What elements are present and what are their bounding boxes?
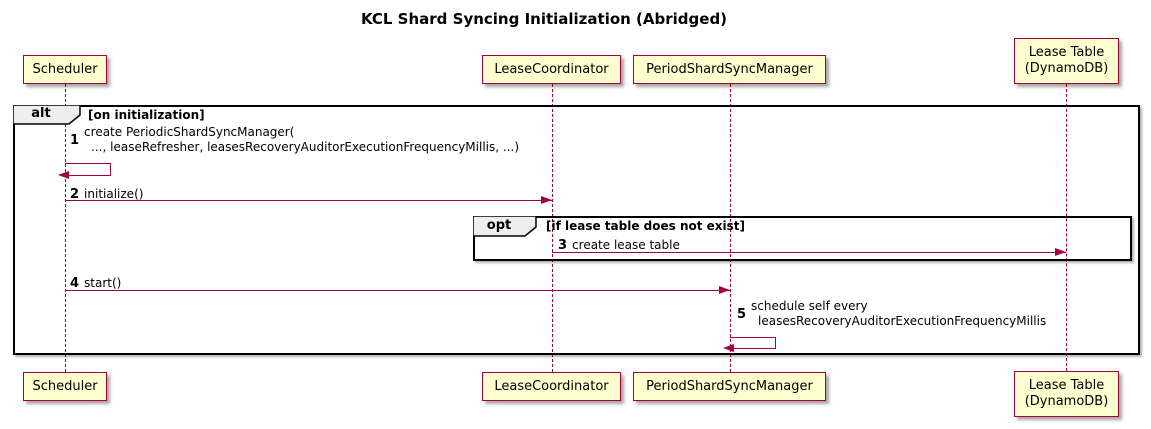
message-3-arrow-line (552, 252, 1066, 253)
message-1: 1 create PeriodicShardSyncManager( ..., … (70, 125, 519, 155)
lifeline-leasetable (1066, 84, 1067, 371)
message-4-arrowhead (719, 286, 730, 294)
message-1-number: 1 (70, 132, 80, 148)
alt-guard-label: [on initialization] (88, 108, 205, 122)
lifeline-periodshardsyncmanager (730, 84, 731, 372)
participant-scheduler-bottom: Scheduler (23, 372, 107, 401)
participant-periodshardsyncmanager-bottom: PeriodShardSyncManager (633, 372, 826, 401)
message-3-arrowhead (1055, 248, 1066, 256)
participant-leasecoordinator-top: LeaseCoordinator (482, 55, 621, 84)
participant-leasetable-top: Lease Table (DynamoDB) (1014, 38, 1119, 84)
message-5-number: 5 (737, 306, 747, 322)
message-5-line-2: leasesRecoveryAuditorExecutionFrequencyM… (758, 314, 1047, 328)
message-4: 4 start() (70, 276, 121, 291)
opt-guard-label: [if lease table does not exist] (546, 219, 746, 233)
lifeline-scheduler (65, 84, 66, 372)
message-4-number: 4 (70, 276, 80, 291)
opt-fragment-frame (473, 216, 1132, 261)
message-4-label: start() (84, 276, 122, 290)
message-2: 2 initialize() (70, 187, 143, 202)
message-5-arrowhead (723, 344, 734, 352)
message-2-label: initialize() (84, 187, 144, 201)
message-3-number: 3 (558, 238, 568, 253)
alt-operator-label: alt (31, 106, 51, 121)
alt-operator-pentagon (13, 105, 81, 125)
message-1-self-arrow (65, 163, 111, 176)
message-5-line-1: schedule self every (751, 299, 868, 313)
message-1-text: create PeriodicShardSyncManager( ..., le… (84, 125, 519, 155)
message-5-text: schedule self every leasesRecoveryAudito… (751, 299, 1046, 329)
message-2-arrowhead (541, 196, 552, 204)
message-5: 5 schedule self every leasesRecoveryAudi… (737, 299, 1046, 329)
message-3: 3 create lease table (558, 238, 680, 253)
message-3-label: create lease table (572, 238, 680, 252)
lifeline-leasecoordinator (552, 84, 553, 372)
message-2-number: 2 (70, 187, 80, 202)
message-1-arrowhead (58, 171, 69, 179)
participant-leasetable-bottom: Lease Table (DynamoDB) (1014, 371, 1119, 417)
diagram-title: KCL Shard Syncing Initialization (Abridg… (360, 10, 728, 28)
participant-periodshardsyncmanager-top: PeriodShardSyncManager (633, 55, 826, 84)
opt-operator-pentagon (473, 216, 537, 237)
message-1-line-1: create PeriodicShardSyncManager( (84, 125, 295, 139)
participant-leasecoordinator-bottom: LeaseCoordinator (482, 372, 621, 401)
alt-fragment-frame (13, 105, 1140, 355)
opt-operator-label: opt (486, 218, 512, 233)
message-4-arrow-line (65, 290, 730, 291)
participant-scheduler-top: Scheduler (23, 55, 107, 84)
message-5-self-arrow (730, 337, 776, 349)
message-2-arrow-line (65, 200, 552, 201)
message-1-line-2: ..., leaseRefresher, leasesRecoveryAudit… (91, 140, 520, 154)
